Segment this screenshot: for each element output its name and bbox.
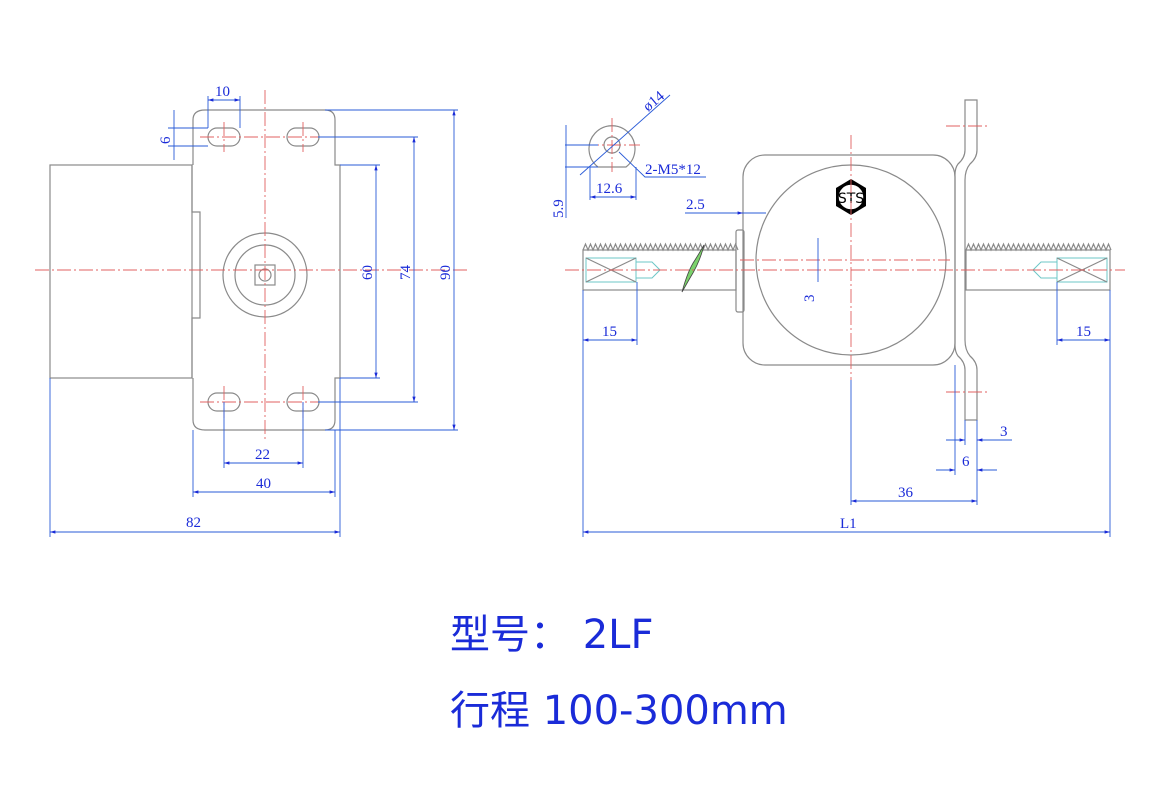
svg-text:STS: STS bbox=[838, 191, 864, 207]
rack-teeth bbox=[582, 242, 1112, 252]
dim-82: 82 bbox=[186, 515, 201, 531]
dim-10: 10 bbox=[215, 84, 230, 100]
dim-90: 90 bbox=[438, 265, 454, 280]
model-label: 型号： 2LF bbox=[450, 612, 653, 658]
dim-thread: 2-M5*12 bbox=[645, 162, 701, 178]
dim-15-right: 15 bbox=[1076, 324, 1091, 340]
dim-L1: L1 bbox=[840, 516, 857, 532]
dim-5-9: 5.9 bbox=[551, 199, 567, 218]
side-view: ø14 2-M5*12 12.6 5.9 STS bbox=[551, 88, 1125, 537]
dim-22: 22 bbox=[255, 447, 270, 463]
dim-12-6: 12.6 bbox=[596, 181, 623, 197]
dim-6-slot: 6 bbox=[158, 136, 174, 144]
motor-step bbox=[191, 165, 201, 378]
dim-3-flange: 3 bbox=[1000, 424, 1008, 440]
shaft-end-profile bbox=[588, 125, 636, 168]
dim-40: 40 bbox=[256, 476, 271, 492]
front-view: 10 6 60 74 90 22 40 82 bbox=[35, 84, 470, 537]
dim-36: 36 bbox=[898, 485, 914, 501]
dim-6-flange: 6 bbox=[962, 454, 970, 470]
dim-15-left: 15 bbox=[602, 324, 617, 340]
dim-phi14: ø14 bbox=[640, 88, 668, 115]
flange-plate bbox=[192, 109, 341, 431]
dim-60: 60 bbox=[360, 265, 376, 280]
motor-body bbox=[49, 164, 193, 379]
dim-2-5: 2.5 bbox=[686, 197, 705, 213]
dim-3-center: 3 bbox=[802, 295, 818, 303]
break-mark bbox=[681, 244, 705, 293]
stroke-label: 行程 100-300mm bbox=[450, 688, 788, 734]
dim-74: 74 bbox=[398, 265, 414, 281]
